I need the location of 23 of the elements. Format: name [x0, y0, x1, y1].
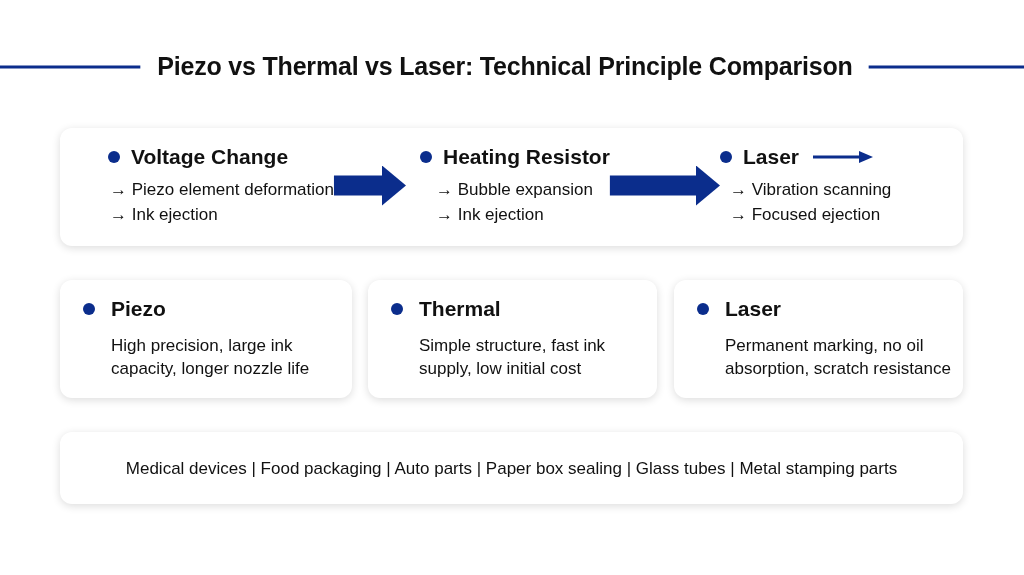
step-text: → Vibration scanning	[730, 179, 892, 201]
card-text: Simple structure, fast ink supply, low initial cost	[419, 335, 607, 380]
card-text: High precision, large ink capacity, longer nozzle life	[111, 335, 311, 380]
card-heading: Thermal	[419, 296, 501, 322]
step-heading: Laser	[743, 144, 800, 170]
panel-card	[60, 128, 963, 246]
step-text: → Focused ejection	[730, 204, 881, 226]
card-heading: Laser	[725, 296, 782, 322]
card-heading: Piezo	[111, 296, 166, 322]
step-text: → Bubble expansion	[436, 179, 593, 201]
info-card	[60, 280, 352, 398]
application-list: Medical devices | Food packaging | Auto parts | Paper box sealing | Glass tubes | Metal stamping parts	[125, 455, 898, 481]
step-text: → Ink ejection	[436, 204, 544, 226]
flow-arrow	[609, 165, 720, 206]
info-card	[674, 280, 963, 398]
info-card	[368, 280, 657, 398]
title: Piezo vs Thermal vs Laser: Technical Principle Comparison	[157, 52, 853, 80]
step-text: → Piezo element deformation	[110, 179, 334, 201]
step-heading: Voltage Change	[131, 144, 289, 170]
step-text: → Ink ejection	[110, 204, 218, 226]
step-heading: Heating Resistor	[443, 144, 610, 170]
flow-arrow	[333, 165, 406, 206]
card-text: Permanent marking, no oil absorption, scratch resistance	[725, 335, 952, 380]
